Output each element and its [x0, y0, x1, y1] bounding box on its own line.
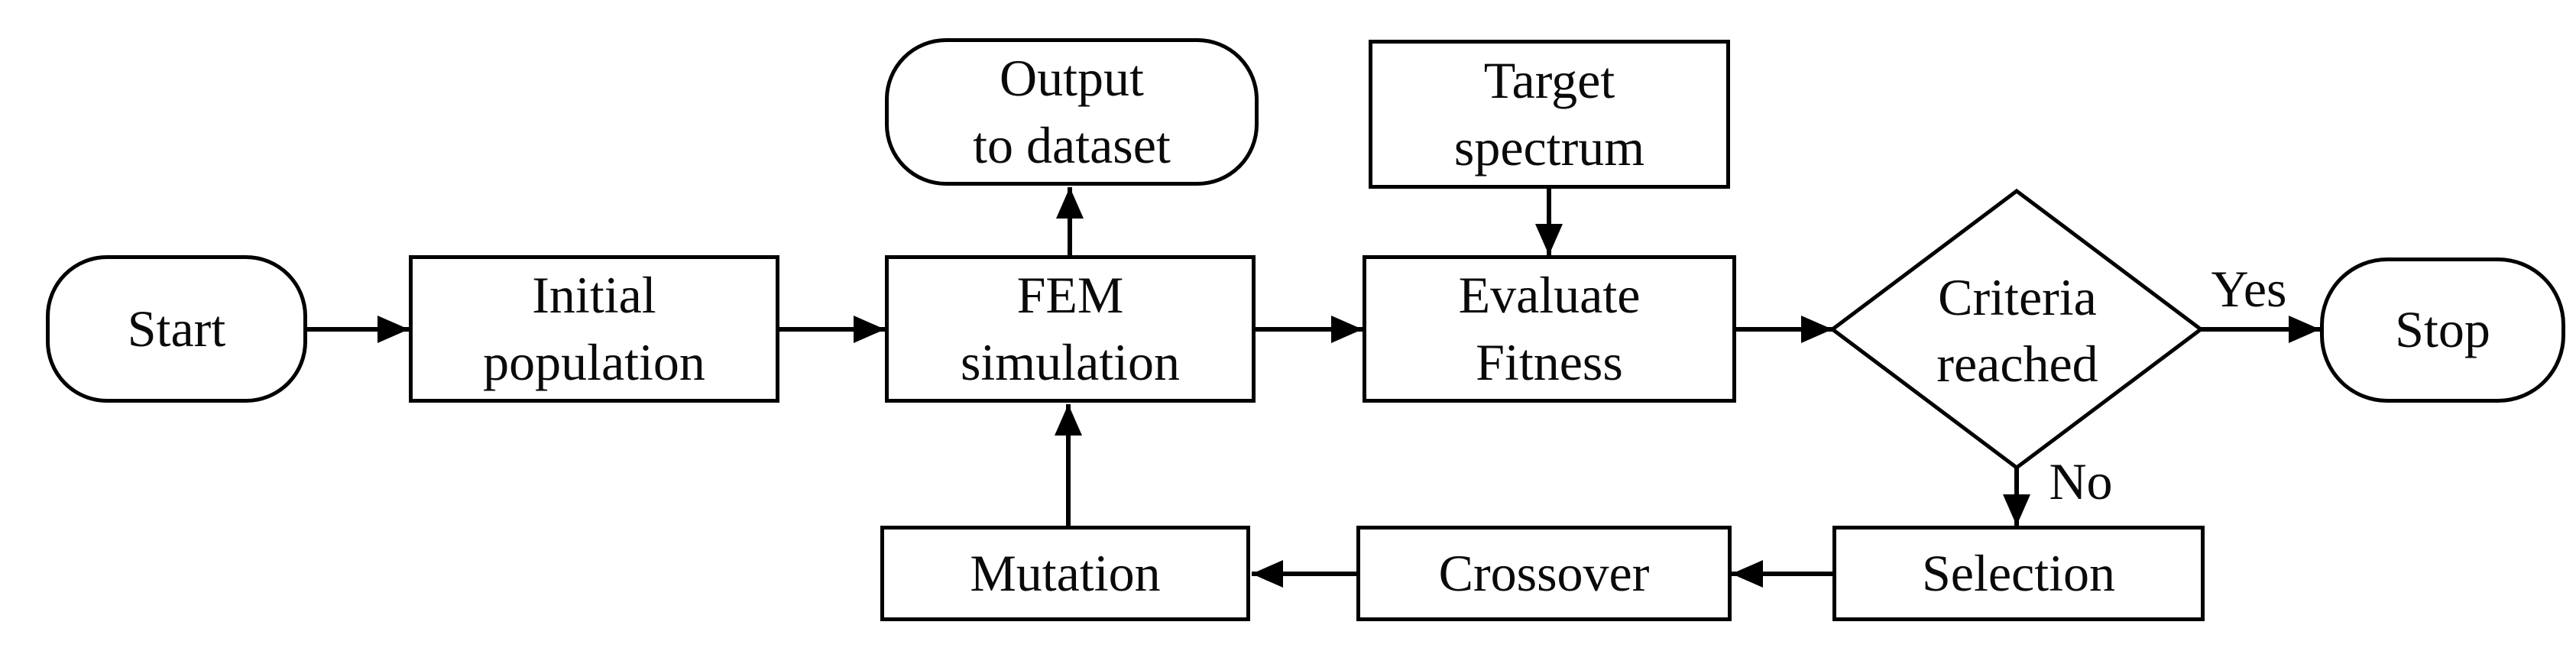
node-stop: Stop — [2320, 257, 2565, 403]
node-output-to-dataset: Output to dataset — [885, 38, 1259, 186]
node-target-spectrum: Target spectrum — [1369, 40, 1730, 189]
node-evaluate-fitness: Evaluate Fitness — [1363, 255, 1736, 403]
node-mutation: Mutation — [880, 526, 1250, 621]
node-initial-population: Initial population — [409, 255, 779, 403]
edge-label-no: No — [2049, 452, 2113, 510]
node-criteria-reached: Criteria reached — [1936, 267, 2098, 393]
node-crossover: Crossover — [1356, 526, 1732, 621]
node-fem-simulation: FEM simulation — [885, 255, 1256, 403]
node-start: Start — [46, 255, 307, 403]
edge-label-yes: Yes — [2211, 260, 2287, 318]
node-selection: Selection — [1832, 526, 2205, 621]
